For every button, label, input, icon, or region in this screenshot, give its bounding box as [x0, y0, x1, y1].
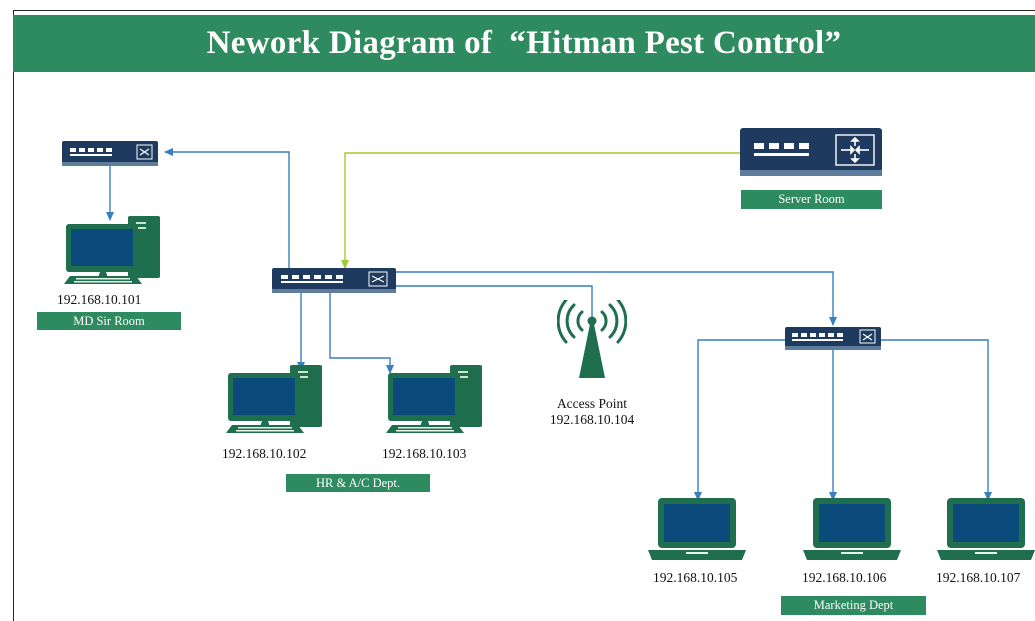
title-banner: Nework Diagram of “Hitman Pest Control” [13, 15, 1035, 72]
router-icon [740, 128, 882, 176]
ip-address-label: 192.168.10.105 [653, 570, 738, 585]
server-room-label: Server Room [741, 190, 882, 209]
network-switch-icon [272, 268, 396, 293]
desktop-computer-icon [64, 216, 160, 284]
ip-address-label: 192.168.10.103 [382, 446, 467, 461]
link-server-to-core-switch [341, 152, 740, 269]
link-core-to-access-point [395, 285, 593, 318]
network-switch-icon [62, 141, 158, 166]
link-marketing-to-laptop1 [694, 339, 785, 501]
laptop-icon [803, 498, 901, 560]
desktop-computer-icon [226, 365, 322, 433]
link-core-to-hr-pc2 [329, 291, 394, 374]
marketing-dept-label: Marketing Dept [781, 596, 926, 615]
link-core-to-marketing-switch [395, 271, 837, 326]
ip-address-label: 192.168.10.107 [936, 570, 1021, 585]
access-point-name: Access Point [556, 396, 628, 411]
ip-address-label: 192.168.10.106 [802, 570, 887, 585]
access-point-label: Access Point 192.168.10.104 [542, 396, 642, 428]
frame-top-border [13, 10, 1035, 11]
diagram-title: Nework Diagram of “Hitman Pest Control” [206, 25, 842, 61]
link-marketing-to-laptop3 [880, 339, 992, 501]
ip-address-label: 192.168.10.101 [57, 292, 142, 307]
laptop-icon [937, 498, 1035, 560]
md-room-label: MD Sir Room [37, 312, 181, 330]
ip-address-label: 192.168.10.104 [549, 412, 635, 427]
link-core-to-md-switch [164, 148, 290, 270]
hr-dept-label: HR & A/C Dept. [286, 474, 430, 492]
desktop-computer-icon [386, 365, 482, 433]
frame-left-border [13, 10, 14, 621]
network-switch-icon [785, 327, 881, 350]
ip-address-label: 192.168.10.102 [222, 446, 307, 461]
wireless-access-point-icon [557, 300, 627, 378]
laptop-icon [648, 498, 746, 560]
